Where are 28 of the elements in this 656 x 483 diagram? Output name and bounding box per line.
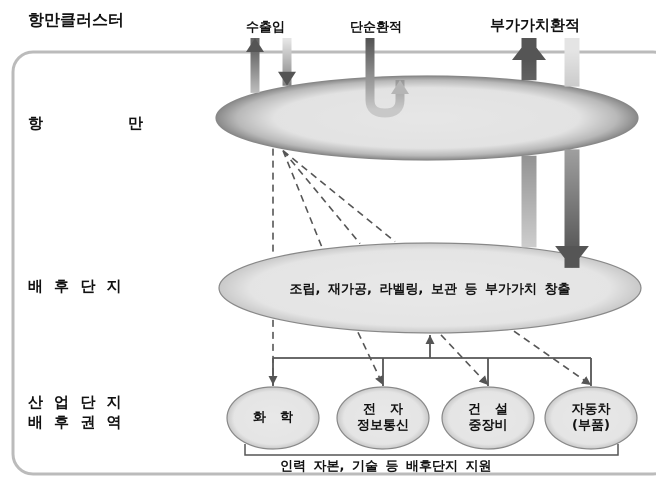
dashed-arrow (440, 334, 489, 386)
bracket-label: 인력 자본, 기술 등 배후단지 지원 (280, 458, 492, 475)
node-label: 건 설 중장비 (467, 402, 509, 434)
ellipse-shape (215, 75, 639, 161)
industry-ellipse (544, 386, 638, 450)
industry-ellipse (441, 386, 535, 450)
row-label: 산 업 단 지 배 후 권 역 (28, 392, 123, 432)
flow-arrow (246, 38, 264, 93)
node-label: 조립, 재가공, 라벨링, 보관 등 부가가치 창출 (288, 282, 572, 298)
row-label: 배 후 단 지 (28, 277, 122, 296)
node-label: 전 자 정보통신 (356, 402, 410, 434)
node-label: 화 학 (252, 410, 294, 426)
dashed-arrow (357, 332, 384, 386)
flow-arrow (278, 38, 296, 86)
flow-arrow (555, 149, 589, 268)
industry-ellipse (226, 386, 320, 450)
dashed-arrow (514, 330, 592, 386)
flow-heading: 단순환적 (350, 18, 402, 36)
title: 항만클러스터 (28, 10, 124, 31)
flow-heading: 수출입 (246, 18, 285, 36)
flow-arrow (366, 38, 409, 118)
connector-arrow (272, 334, 592, 387)
industry-ellipse (336, 386, 430, 450)
dashed-arrow (268, 320, 278, 385)
hinterland-ellipse (218, 242, 642, 334)
flow-heading: 부가가치환적 (490, 16, 580, 35)
row-label: 항 만 (28, 114, 144, 133)
node-label: 자동차 (부품) (570, 402, 612, 434)
